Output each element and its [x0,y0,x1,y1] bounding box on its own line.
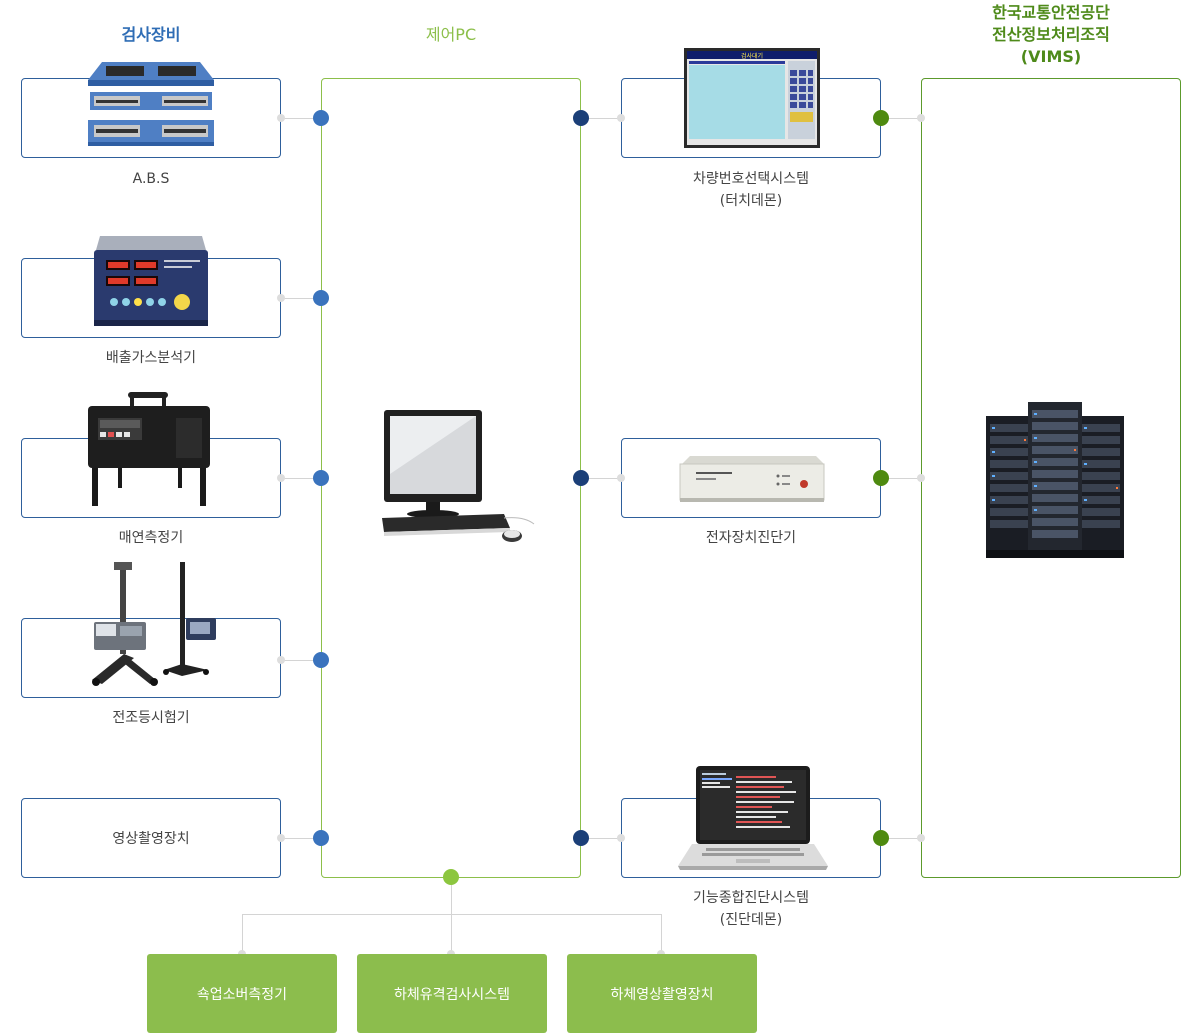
connector-line [281,478,321,479]
connector-dot [313,290,329,306]
connector-line [581,478,621,479]
connector-line [881,838,921,839]
system-label-electronic-diagnostic: 전자장치진단기 [621,527,881,549]
connector-line [661,914,662,954]
connector-pin [277,834,285,842]
abs-machine-icon [88,62,214,146]
connector-pin [617,834,625,842]
equipment-heading: 검사장비 [121,25,181,44]
connector-line [281,838,321,839]
desktop-pc-icon [382,410,535,542]
vims-heading-line1: 한국교통안전공단 [992,3,1110,22]
laptop-icon [678,766,828,870]
connector-pin [917,114,925,122]
system-label-function-diagnostic: 기능종합진단시스템 (진단데몬) [621,887,881,931]
equipment-box-headlight-tester[interactable] [21,618,281,698]
connector-dot [573,110,589,126]
screen-title: 검사대기 [741,52,763,60]
system-label-vehicle-number: 차량번호선택시스템 (터치데몬) [621,168,881,212]
vims-heading: 한국교통안전공단 전산정보처리조직 (VIMS) [921,2,1181,68]
connector-dot [573,830,589,846]
connector-line [881,478,921,479]
connector-line [581,118,621,119]
connector-pin [277,656,285,664]
equipment-label-smoke-meter: 매연측정기 [118,530,184,546]
connector-pin [277,114,285,122]
equipment-label-gas-analyzer: 배출가스분석기 [105,350,197,366]
connector-line [242,914,662,915]
vims-heading-line2: 전산정보처리조직 [992,25,1110,44]
system-label-line1: 차량번호선택시스템 [693,171,809,187]
connector-pin [277,474,285,482]
connector-line [281,118,321,119]
connector-pin [617,474,625,482]
connector-line [242,914,243,954]
headlight-tester-icon [92,562,216,686]
connector-dot [873,110,889,126]
vims-heading-line3: (VIMS) [1020,47,1082,66]
bottom-device-underbody-play[interactable]: 하체유격검사시스템 [357,954,547,1033]
smoke-meter-icon [88,392,210,506]
connector-dot [313,652,329,668]
gas-analyzer-icon [94,236,208,326]
connector-dot [313,830,329,846]
connector-dot [443,869,459,885]
control-pc-heading: 제어PC [425,25,477,44]
connector-line [581,838,621,839]
connector-pin [277,294,285,302]
bottom-device-shock-absorber[interactable]: 쇽업소버측정기 [147,954,337,1033]
connector-dot [873,830,889,846]
connector-dot [313,110,329,126]
connector-pin [617,114,625,122]
system-label-line2: (진단데몬) [719,912,783,928]
connector-pin [917,474,925,482]
bottom-device-underbody-video[interactable]: 하체영상촬영장치 [567,954,757,1033]
equipment-box-video-camera[interactable]: 영상촬영장치 [21,798,281,878]
equipment-label-headlight-tester: 전조등시험기 [112,710,190,726]
diagnostic-box-icon [679,456,825,502]
connector-pin [917,834,925,842]
connector-line [451,878,452,954]
connector-line [881,118,921,119]
equipment-label-video-camera: 영상촬영장치 [112,831,190,847]
connector-line [281,298,321,299]
server-rack-icon [986,402,1124,558]
connector-dot [573,470,589,486]
system-label-line1: 기능종합진단시스템 [693,890,809,906]
touch-screen-icon: 검사대기 [684,48,820,148]
system-label-line2: (터치데몬) [719,193,783,209]
connector-dot [313,470,329,486]
system-label-line1: 전자장치진단기 [705,530,797,546]
equipment-label-abs: A.B.S [132,171,170,187]
connector-dot [873,470,889,486]
connector-line [281,660,321,661]
